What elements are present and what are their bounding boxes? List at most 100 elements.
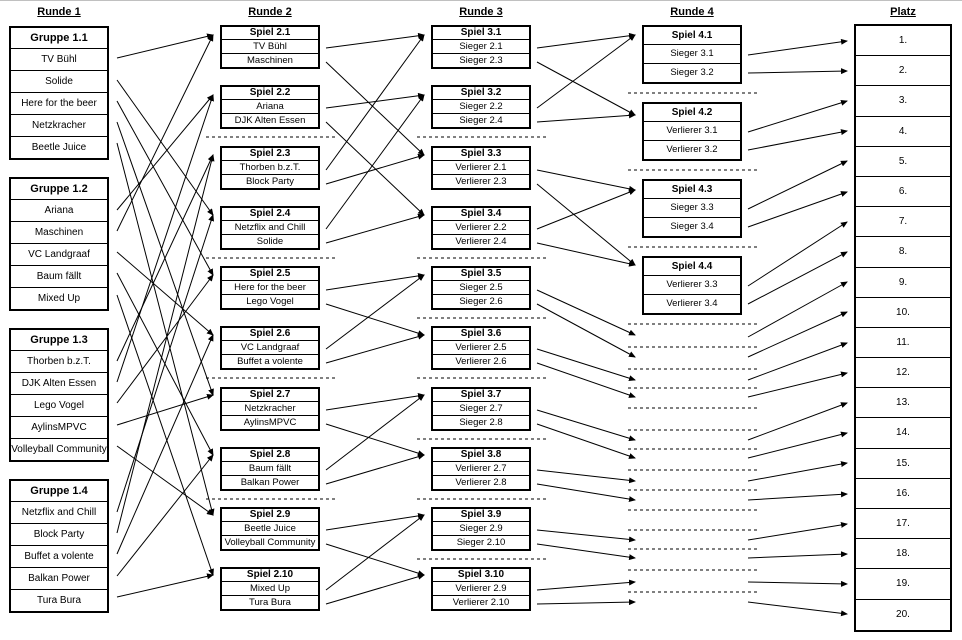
place-cell: 5. <box>856 147 950 177</box>
connector-arrow <box>536 543 636 561</box>
connector-arrow <box>325 272 425 291</box>
connector-arrow <box>325 392 425 411</box>
connector-arrow <box>747 191 848 228</box>
place-cell: 3. <box>856 86 950 117</box>
match-team: Sieger 3.1 <box>644 45 740 64</box>
connector-arrow <box>325 303 425 337</box>
match-2-5: Spiel 2.5 Here for the beer Lego Vogel <box>220 266 320 310</box>
match-team: Lego Vogel <box>246 296 294 307</box>
match-title: Spiel 3.8 <box>433 449 529 462</box>
place-cell: 12. <box>856 358 950 389</box>
match-title: Spiel 2.2 <box>222 87 318 100</box>
connector-arrow <box>116 393 214 426</box>
place-cell: 11. <box>856 328 950 359</box>
connector-arrow <box>116 34 214 232</box>
connector-arrow <box>116 100 214 276</box>
match-team: Verlierer 2.6 <box>455 356 507 367</box>
match-title: Spiel 2.7 <box>222 389 318 402</box>
group-title: Gruppe 1.2 <box>11 179 107 200</box>
match-team: Verlierer 2.10 <box>452 597 510 608</box>
round-4-header: Runde 4 <box>670 6 714 18</box>
team-cell: DJK Alten Essen <box>11 373 107 395</box>
match-team: VC Landgraaf <box>222 341 318 355</box>
team-cell: Maschinen <box>11 222 107 244</box>
team-cell: TV Bühl <box>11 49 107 71</box>
match-2-1: Spiel 2.1 TV Bühl Maschinen <box>220 25 320 69</box>
connector-arrow <box>747 68 848 75</box>
team-cell: Solide <box>11 71 107 93</box>
match-2-3: Spiel 2.3 Thorben b.z.T. Block Party <box>220 146 320 190</box>
connector-arrow <box>747 371 848 398</box>
connector-arrow <box>747 160 848 210</box>
match-team: Verlierer 2.5 <box>433 341 529 355</box>
connector-arrow <box>325 514 425 591</box>
match-team: Sieger 2.10 <box>456 537 506 548</box>
connector-arrow <box>325 94 425 230</box>
connector-arrow <box>325 543 425 577</box>
match-title: Spiel 3.2 <box>433 87 529 100</box>
match-title: Spiel 3.7 <box>433 389 529 402</box>
match-team: Beetle Juice <box>222 522 318 536</box>
match-title: Spiel 3.4 <box>433 208 529 221</box>
group-1-4: Gruppe 1.4 Netzflix and Chill Block Part… <box>9 479 109 613</box>
match-team: Verlierer 3.3 <box>644 276 740 295</box>
connector-arrow <box>747 281 848 338</box>
match-title: Spiel 4.3 <box>644 181 740 199</box>
match-title: Spiel 2.3 <box>222 148 318 161</box>
connector-arrow <box>747 311 848 358</box>
team-cell: Baum fällt <box>11 266 107 288</box>
round-2-header: Runde 2 <box>248 6 292 18</box>
place-cell: 14. <box>856 418 950 449</box>
connector-arrow <box>325 61 425 156</box>
match-team: Sieger 3.2 <box>670 67 714 78</box>
connector-arrow <box>116 445 214 516</box>
team-cell: Here for the beer <box>11 93 107 115</box>
connector-arrow <box>116 274 214 404</box>
connector-arrow <box>747 402 848 441</box>
match-3-8: Spiel 3.8 Verlierer 2.7 Verlierer 2.8 <box>431 447 531 491</box>
place-cell: 6. <box>856 177 950 208</box>
match-team: Balkan Power <box>240 477 300 488</box>
connector-arrow <box>325 32 425 49</box>
match-title: Spiel 3.5 <box>433 268 529 281</box>
connector-arrow <box>116 573 214 598</box>
connector-arrow <box>325 333 425 364</box>
match-team: Tura Bura <box>249 597 291 608</box>
match-team: Sieger 2.8 <box>459 417 503 428</box>
team-cell: Buffet a volente <box>11 546 107 568</box>
place-header: Platz <box>890 6 916 18</box>
connector-arrow <box>325 121 425 216</box>
match-team: AylinsMPVC <box>243 417 297 428</box>
connector-arrow <box>536 183 636 266</box>
team-cell: VC Landgraaf <box>11 244 107 266</box>
connector-arrow <box>747 521 848 541</box>
match-3-9: Spiel 3.9 Sieger 2.9 Sieger 2.10 <box>431 507 531 551</box>
place-cell: 17. <box>856 509 950 540</box>
match-team: Netzflix and Chill <box>222 221 318 235</box>
team-cell: Ariana <box>11 200 107 222</box>
place-cell: 9. <box>856 268 950 298</box>
connector-arrow <box>536 409 636 442</box>
connector-arrow <box>536 34 636 109</box>
connector-arrow <box>536 112 636 123</box>
match-team: Verlierer 2.7 <box>433 462 529 476</box>
connector-arrow <box>536 483 636 502</box>
team-cell: Beetle Juice <box>31 142 87 153</box>
match-2-2: Spiel 2.2 Ariana DJK Alten Essen <box>220 85 320 129</box>
place-cell: 1. <box>856 26 950 57</box>
match-title: Spiel 2.8 <box>222 449 318 462</box>
connector-arrow <box>116 142 215 516</box>
group-title: Gruppe 1.1 <box>11 28 107 49</box>
connector-arrow <box>536 348 636 382</box>
connector-arrow <box>536 289 636 336</box>
match-title: Spiel 4.2 <box>644 104 740 122</box>
connector-arrow <box>116 454 214 577</box>
match-title: Spiel 3.9 <box>433 509 529 522</box>
place-cell: 15. <box>856 449 950 479</box>
placement-column: 1. 2. 3. 4. 5. 6. 7. 8. 9. 10. 11. 12. 1… <box>854 24 952 632</box>
connector-arrow <box>536 529 636 543</box>
match-team: Verlierer 3.2 <box>666 144 718 155</box>
place-cell: 7. <box>856 207 950 238</box>
match-team: Verlierer 2.2 <box>433 221 529 235</box>
place-cell: 4. <box>856 117 950 147</box>
